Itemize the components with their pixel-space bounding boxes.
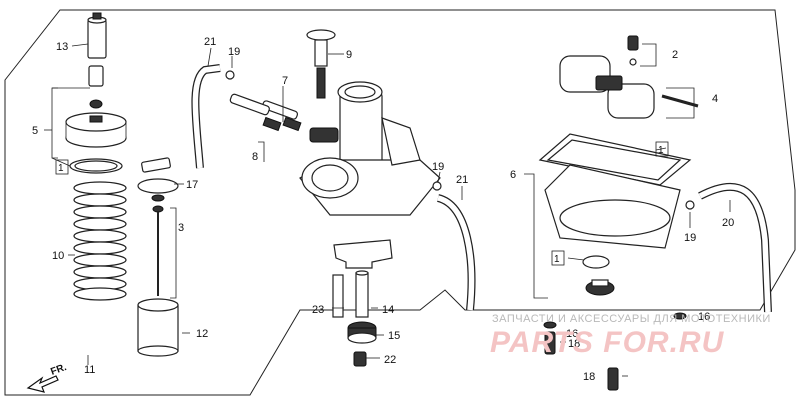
label-11: 11 <box>84 364 95 376</box>
label-3: 3 <box>178 222 184 234</box>
part-21-hose-left <box>191 64 221 169</box>
part-10-spring <box>73 181 127 301</box>
float-bracket <box>333 239 393 269</box>
part-5-valve-cap <box>65 112 127 148</box>
label-9: 9 <box>346 49 352 61</box>
part-16-washer-lower <box>543 321 557 329</box>
label-10: 10 <box>52 250 64 262</box>
label-19-mid: 19 <box>432 161 444 173</box>
part-1-oring-left <box>69 158 123 174</box>
part-6-float-chamber <box>544 164 681 249</box>
part-19-clip-top <box>225 70 235 80</box>
label-21-top: 21 <box>204 36 216 48</box>
front-arrow-label: FR. <box>49 362 68 378</box>
part-7-8-pilot-screw-set <box>229 93 302 132</box>
label-1-mid: 1 <box>554 254 560 265</box>
part-22-main-jet <box>353 351 367 367</box>
label-16-lower: 16 <box>566 328 578 340</box>
label-18-upper: 18 <box>568 338 580 350</box>
label-19-right: 19 <box>684 232 696 244</box>
front-direction-arrow: FR. <box>26 362 68 393</box>
label-23: 23 <box>312 304 324 316</box>
needle-clip-plate <box>141 157 171 173</box>
label-7: 7 <box>282 75 288 87</box>
label-18-lower: 18 <box>583 371 595 383</box>
box-label-1-top <box>655 141 669 157</box>
part-1-drain-oring <box>582 255 610 269</box>
label-4: 4 <box>712 93 718 105</box>
part-9-throttle-stop-screw <box>306 29 336 99</box>
part-18-screw-upper <box>544 331 556 355</box>
part-15-jet-nut <box>347 321 377 344</box>
label-15: 15 <box>388 330 400 342</box>
cable-adjuster <box>88 65 104 109</box>
label-17: 17 <box>186 179 198 191</box>
part-19-clip-right <box>685 200 695 210</box>
part-21-hose-mid <box>436 194 476 311</box>
assembly-frame <box>4 9 796 396</box>
box-label-1-mid <box>551 250 565 266</box>
label-22: 22 <box>384 354 396 366</box>
label-16-right: 16 <box>698 311 710 323</box>
part-20-overflow-hose <box>698 182 772 313</box>
label-2: 2 <box>672 49 678 61</box>
label-1-left: 1 <box>58 163 64 174</box>
part-2-float-valve <box>627 35 639 66</box>
box-label-1-left <box>55 159 69 175</box>
label-19-top: 19 <box>228 46 240 58</box>
label-8: 8 <box>252 151 258 163</box>
part-13-tube <box>87 12 107 59</box>
part-16-screw-washer <box>673 312 687 320</box>
part-14-needle-jet <box>355 270 369 318</box>
label-1-top: 1 <box>658 145 664 156</box>
label-12: 12 <box>196 328 208 340</box>
part-12-throttle-slide <box>137 298 179 357</box>
part-17-retainer <box>137 178 179 202</box>
label-13: 13 <box>56 41 68 53</box>
float-assembly <box>559 55 655 119</box>
part-19-clip-mid <box>432 181 442 191</box>
label-5: 5 <box>32 125 38 137</box>
label-14: 14 <box>382 304 394 316</box>
part-4-float-pin <box>661 94 699 108</box>
part-18-screw-lower <box>607 367 619 391</box>
part-23-main-jet-holder <box>332 274 344 318</box>
watermark-tagline: ЗАПЧАСТИ И АКСЕССУАРЫ ДЛЯ МОТОТЕХНИКИ <box>492 313 771 325</box>
label-6: 6 <box>510 169 516 181</box>
carburetor-body <box>299 81 441 216</box>
drain-plug <box>585 279 615 296</box>
watermark-logo: PARTS FOR.RU <box>490 326 725 359</box>
label-21-mid: 21 <box>456 174 468 186</box>
leader-lines <box>44 43 731 377</box>
label-20: 20 <box>722 217 734 229</box>
part-3-jet-needle <box>152 205 164 296</box>
